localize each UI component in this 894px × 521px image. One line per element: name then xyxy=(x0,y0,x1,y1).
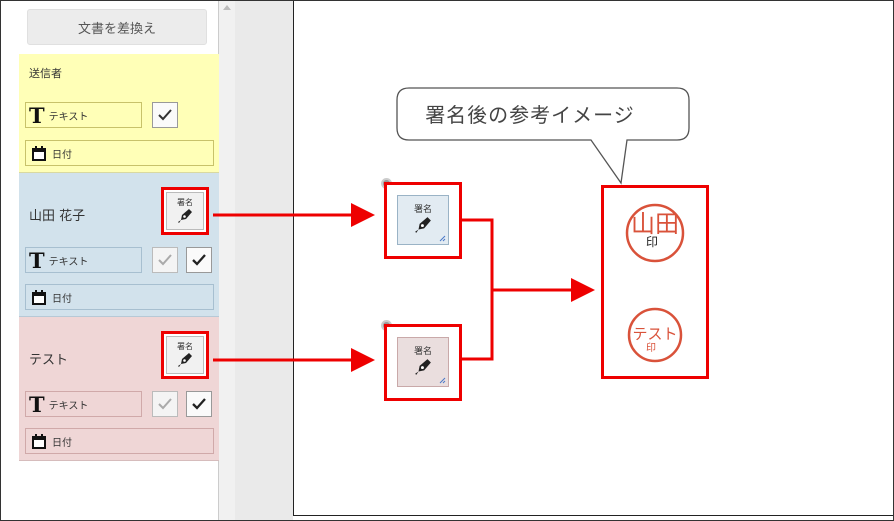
checkmark-icon xyxy=(192,398,206,410)
sender-section: 送信者 T テキスト 日付 xyxy=(19,54,219,173)
placed-signature-field[interactable]: 署名 xyxy=(384,182,462,259)
pen-nib-icon xyxy=(415,359,431,375)
calendar-icon xyxy=(32,145,46,161)
seal-stamp-test: テスト 印 xyxy=(627,307,683,363)
text-icon: T xyxy=(29,391,45,417)
text-field-label: テキスト xyxy=(48,400,89,412)
signature-label: 署名 xyxy=(413,205,432,215)
text-icon: T xyxy=(29,247,45,273)
callout-bubble xyxy=(396,87,690,185)
resize-grip-icon[interactable] xyxy=(439,235,446,242)
signer-checkbox-faded[interactable] xyxy=(152,391,178,417)
resize-grip-icon[interactable] xyxy=(439,377,446,384)
signer-date-field[interactable]: 日付 xyxy=(25,284,214,310)
text-icon: T xyxy=(29,102,45,128)
signer-section-test: テスト 署名 T テキスト xyxy=(19,317,219,461)
signer-section-yamada: 山田 花子 署名 T テキスト xyxy=(19,173,219,317)
signer-checkbox[interactable] xyxy=(186,247,212,273)
checkmark-icon xyxy=(158,254,172,266)
checkmark-icon xyxy=(158,109,172,121)
seal-text: テスト xyxy=(632,325,677,343)
bracket-connector xyxy=(462,218,494,361)
signature-label: 署名 xyxy=(413,347,432,357)
placed-signature-field[interactable]: 署名 xyxy=(384,324,462,401)
signer-checkbox-faded[interactable] xyxy=(152,247,178,273)
calendar-icon xyxy=(32,433,46,449)
date-field-label: 日付 xyxy=(52,437,72,449)
sidebar: 文書を差換え 送信者 T テキスト 日付 山田 花子 xyxy=(1,1,219,520)
signature-field-button[interactable]: 署名 xyxy=(161,331,209,379)
seal-stamp-yamada: 山田 印 xyxy=(625,203,685,263)
sender-text-field[interactable]: T テキスト xyxy=(25,102,142,128)
canvas-margin xyxy=(235,1,293,520)
signature-field-button[interactable]: 署名 xyxy=(161,187,209,235)
signature-label: 署名 xyxy=(177,197,193,207)
scroll-up-arrow-icon[interactable] xyxy=(223,5,231,10)
text-field-label: テキスト xyxy=(48,111,89,123)
signer-name: テスト xyxy=(29,353,69,368)
text-field-label: テキスト xyxy=(48,256,89,268)
checkmark-icon xyxy=(158,398,172,410)
pen-nib-icon xyxy=(178,352,192,367)
signature-label: 署名 xyxy=(177,341,193,351)
pen-nib-icon xyxy=(178,208,192,223)
seal-text: 山田 xyxy=(631,210,679,238)
signer-text-field[interactable]: T テキスト xyxy=(25,391,142,417)
callout-text: 署名後の参考イメージ xyxy=(425,103,635,127)
sidebar-scrollbar[interactable] xyxy=(219,1,235,520)
signer-name: 山田 花子 xyxy=(29,209,86,224)
checkmark-icon xyxy=(192,254,206,266)
signer-checkbox[interactable] xyxy=(186,391,212,417)
signed-preview-box: 山田 印 テスト 印 xyxy=(601,185,709,379)
replace-document-button[interactable]: 文書を差換え xyxy=(27,9,207,45)
calendar-icon xyxy=(32,289,46,305)
seal-mark: 印 xyxy=(646,342,656,354)
date-field-label: 日付 xyxy=(52,149,72,161)
sender-date-field[interactable]: 日付 xyxy=(25,140,214,166)
sender-checkbox[interactable] xyxy=(152,102,178,128)
sender-name: 送信者 xyxy=(29,67,62,80)
signer-text-field[interactable]: T テキスト xyxy=(25,247,142,273)
pen-nib-icon xyxy=(415,217,431,233)
seal-mark: 印 xyxy=(646,235,658,249)
signer-date-field[interactable]: 日付 xyxy=(25,428,214,454)
date-field-label: 日付 xyxy=(52,293,72,305)
